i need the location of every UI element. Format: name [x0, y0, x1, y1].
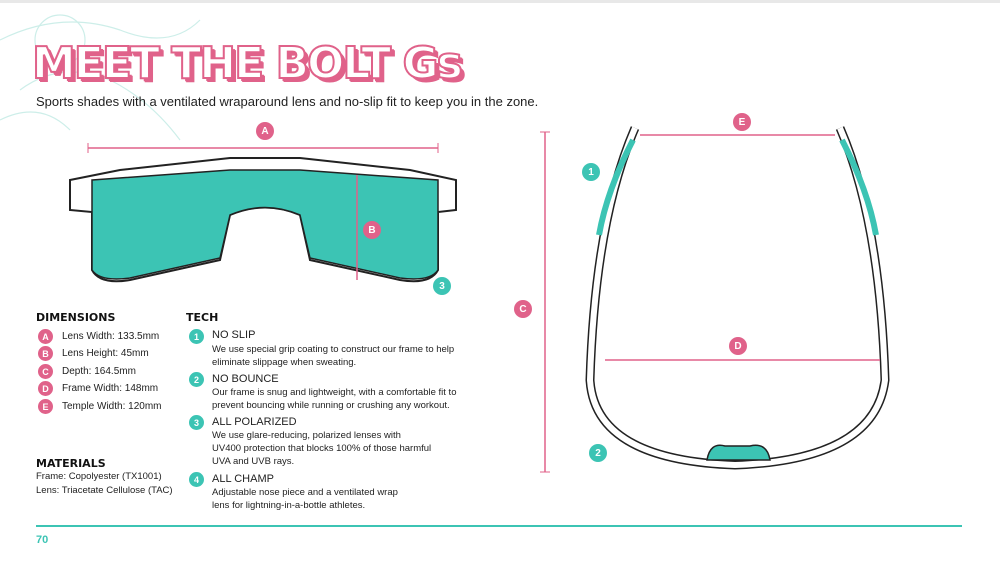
page-number: 70 [36, 534, 49, 546]
tech-desc: We use glare-reducing, polarized lenses … [212, 430, 432, 467]
tech-title: ALL CHAMP [212, 473, 274, 485]
tech-title: ALL POLARIZED [212, 416, 297, 428]
materials-heading: MATERIALS [36, 457, 106, 470]
label-d-badge: D [729, 337, 747, 355]
label-3-badge: 3 [433, 277, 451, 295]
dimension-badge: E [38, 399, 53, 414]
subtitle: Sports shades with a ventilated wraparou… [36, 94, 539, 109]
tech-badge: 1 [189, 329, 204, 344]
floral-watermark [0, 14, 201, 141]
dimension-badge: B [38, 346, 53, 361]
dimension-item: Lens Height: 45mm [62, 348, 149, 359]
tech-title: NO SLIP [212, 329, 256, 341]
tech-badge: 3 [189, 415, 204, 430]
dimension-item: Depth: 164.5mm [62, 366, 136, 377]
label-1-badge: 1 [582, 163, 600, 181]
label-2-badge: 2 [589, 444, 607, 462]
front-view-diagram [69, 143, 457, 283]
label-b-badge: B [363, 221, 381, 239]
tech-badge: 4 [189, 472, 204, 487]
dimension-item: Frame Width: 148mm [62, 383, 159, 394]
material-item: Frame: Copolyester (TX1001) [36, 471, 162, 482]
dimension-item: Lens Width: 133.5mm [62, 331, 160, 342]
tech-desc: We use special grip coating to construct… [212, 344, 455, 368]
top-view-diagram [540, 126, 890, 473]
label-e-badge: E [733, 113, 751, 131]
tech-title: NO BOUNCE [212, 373, 279, 385]
dimension-badge: A [38, 329, 53, 344]
label-c-badge: C [514, 300, 532, 318]
page-title: MEET THE BOLT Gs [31, 37, 464, 90]
dimensions-heading: DIMENSIONS [36, 311, 116, 324]
top-border [0, 0, 1000, 3]
material-item: Lens: Triacetate Cellulose (TAC) [36, 485, 173, 496]
dimension-badge: D [38, 381, 53, 396]
tech-desc: Our frame is snug and lightweight, with … [212, 387, 457, 411]
dimension-badge: C [38, 364, 53, 379]
dimension-item: Temple Width: 120mm [62, 401, 162, 412]
tech-heading: TECH [186, 311, 219, 324]
footer-divider [36, 525, 962, 527]
label-a-badge: A [256, 122, 274, 140]
tech-badge: 2 [189, 372, 204, 387]
tech-desc: Adjustable nose piece and a ventilated w… [212, 487, 398, 511]
